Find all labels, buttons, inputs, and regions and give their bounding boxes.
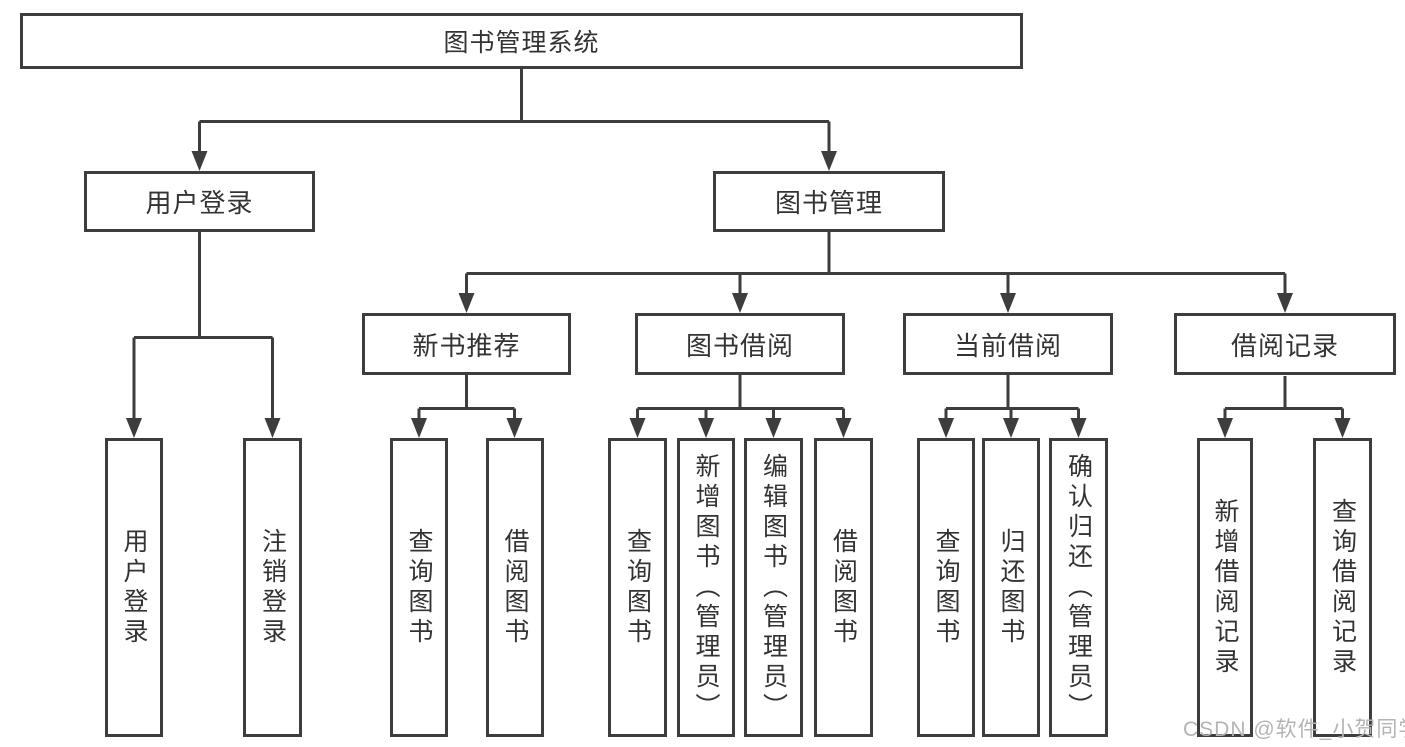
leaf-borrowing-edit-books-admin: 编辑图书（管理员） bbox=[744, 438, 803, 737]
arrowhead bbox=[698, 418, 714, 438]
leaf-borrowing-query-books: 查询图书 bbox=[608, 438, 667, 737]
arrowhead bbox=[458, 293, 475, 313]
connector-new-book-children bbox=[417, 375, 516, 423]
leaf-current-query-books: 查询图书 bbox=[917, 438, 975, 737]
leaf-newbook-borrow-books: 借阅图书 bbox=[486, 438, 544, 737]
node-new-book-recommend: 新书推荐 bbox=[362, 313, 571, 375]
arrowhead bbox=[264, 418, 281, 438]
node-current-borrowing: 当前借阅 bbox=[903, 313, 1113, 375]
arrowhead bbox=[1070, 418, 1087, 438]
arrowhead bbox=[411, 418, 427, 438]
node-book-management: 图书管理 bbox=[713, 171, 945, 232]
arrowhead bbox=[1003, 418, 1019, 438]
node-borrowing-records: 借阅记录 bbox=[1174, 313, 1396, 375]
arrowhead bbox=[1217, 418, 1233, 438]
connector-user-login-children bbox=[132, 232, 274, 423]
arrowheads bbox=[126, 151, 1351, 438]
watermark: CSDN @软件_小贺同学 bbox=[1183, 718, 1405, 741]
arrowhead bbox=[1334, 418, 1351, 438]
arrowhead bbox=[1000, 293, 1016, 313]
connector-book-borrowing-children bbox=[636, 375, 845, 423]
arrowhead bbox=[1277, 293, 1293, 313]
leaf-current-return-books: 归还图书 bbox=[982, 438, 1040, 737]
arrowhead bbox=[821, 151, 837, 171]
arrowhead bbox=[765, 418, 782, 438]
connector-current-borrowing-children bbox=[944, 375, 1080, 423]
arrowhead bbox=[938, 418, 954, 438]
connector-root-to-level2 bbox=[198, 69, 831, 156]
arrowhead bbox=[835, 418, 852, 438]
arrowhead bbox=[629, 418, 646, 438]
node-book-borrowing: 图书借阅 bbox=[635, 313, 845, 375]
leaf-current-confirm-return-admin: 确认归还（管理员） bbox=[1049, 438, 1108, 737]
leaf-borrowing-borrow-books: 借阅图书 bbox=[814, 438, 873, 737]
node-user-login: 用户登录 bbox=[84, 171, 315, 232]
leaf-newbook-query-books: 查询图书 bbox=[390, 438, 448, 737]
leaf-logout: 注销登录 bbox=[243, 438, 302, 737]
leaf-borrowing-add-books-admin: 新增图书（管理员） bbox=[677, 438, 735, 737]
leaf-records-query-record: 查询借阅记录 bbox=[1313, 438, 1372, 737]
node-library-system: 图书管理系统 bbox=[20, 13, 1023, 69]
connector-book-management-children bbox=[465, 232, 1287, 298]
connector-borrowing-records-children bbox=[1223, 376, 1344, 423]
arrowhead bbox=[191, 151, 208, 171]
leaf-records-add-record: 新增借阅记录 bbox=[1197, 438, 1253, 737]
arrowhead bbox=[732, 293, 748, 313]
leaf-user-login: 用户登录 bbox=[105, 438, 163, 737]
arrowhead bbox=[506, 418, 523, 438]
arrowhead bbox=[126, 418, 142, 438]
